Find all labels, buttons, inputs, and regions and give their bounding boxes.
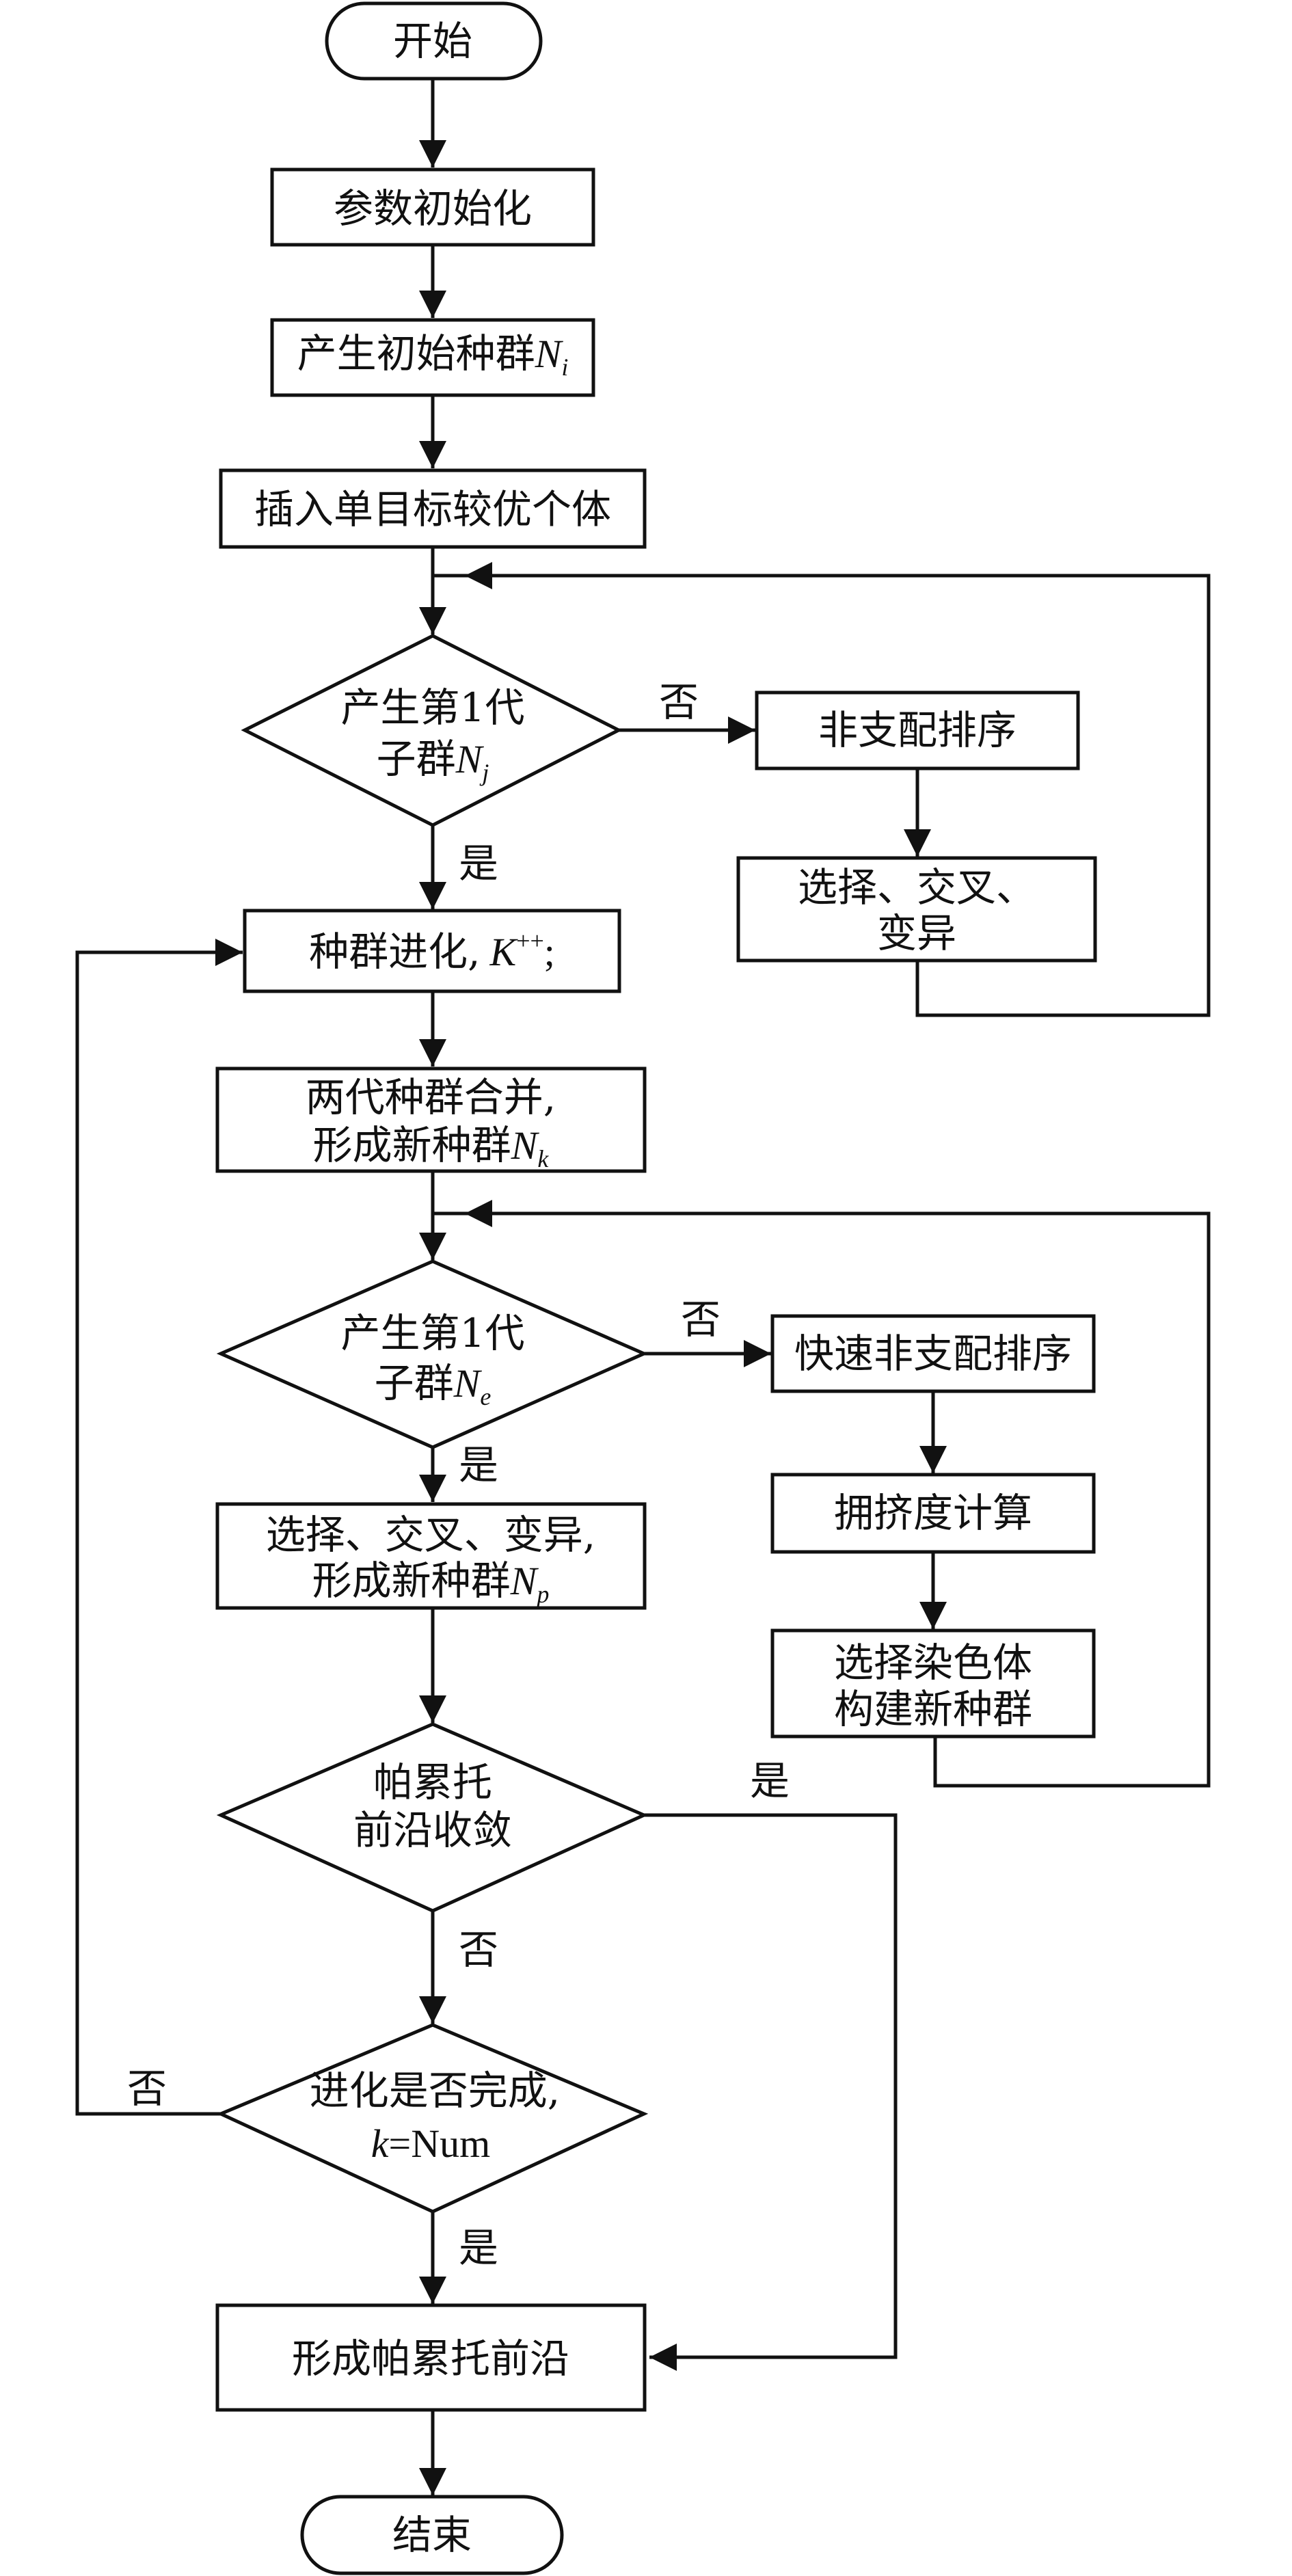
d2-label-line1: 产生第1代 bbox=[341, 1310, 525, 1356]
d2-label-line2: 子群Ne bbox=[375, 1360, 492, 1410]
nondom-label: 非支配排序 bbox=[818, 707, 1017, 753]
init-label: 参数初始化 bbox=[334, 185, 532, 232]
decision-gen1-ne bbox=[216, 1259, 649, 1449]
select1-label-line2: 变异 bbox=[877, 910, 956, 956]
merge-label-line1: 两代种群合并, bbox=[306, 1074, 556, 1121]
init-box bbox=[270, 167, 595, 247]
fast-nondom-box bbox=[770, 1314, 1096, 1393]
edge-label-yes-d1: 是 bbox=[459, 840, 498, 887]
fast-nondom-label: 快速非支配排序 bbox=[794, 1330, 1072, 1377]
chrom-box bbox=[770, 1628, 1096, 1739]
edge-sel1-loop bbox=[433, 574, 1211, 1017]
edge-label-no-pareto: 否 bbox=[459, 1927, 498, 1973]
decision-pareto bbox=[216, 1722, 649, 1913]
edge-pareto-front bbox=[644, 1813, 898, 2359]
insert-box bbox=[219, 468, 647, 549]
edge-done-evolve bbox=[75, 950, 221, 2116]
front-box bbox=[215, 2303, 647, 2412]
merge-box bbox=[215, 1066, 647, 1173]
decision-done bbox=[216, 2023, 649, 2214]
nodes bbox=[215, 1, 1097, 2575]
start-label: 开始 bbox=[393, 18, 472, 64]
evolve-label: 种群进化,K++; bbox=[309, 927, 555, 975]
d1-label-line1: 产生第1代 bbox=[341, 684, 525, 731]
select1-label-line1: 选择、交叉、 bbox=[798, 864, 1036, 911]
insert-label: 插入单目标较优个体 bbox=[254, 486, 611, 533]
edge-label-yes-done: 是 bbox=[459, 2225, 498, 2271]
end-terminal bbox=[300, 2495, 564, 2575]
nondom-box bbox=[755, 690, 1080, 770]
connectors bbox=[75, 79, 1211, 2495]
gen-init-box bbox=[270, 318, 595, 397]
crowd-label: 拥挤度计算 bbox=[834, 1490, 1032, 1536]
pareto-label-line2: 前沿收敛 bbox=[353, 1807, 512, 1853]
chrom-label-line1: 选择染色体 bbox=[834, 1639, 1032, 1686]
d1-label-line2: 子群Nj bbox=[377, 736, 489, 786]
merge-label-line2: 形成新种群Nk bbox=[313, 1122, 550, 1172]
node-labels: 开始 参数初始化 产生初始种群Ni 插入单目标较优个体 产生第1代 子群Nj 非… bbox=[254, 18, 1072, 2558]
done-label-line1: 进化是否完成, bbox=[310, 2067, 560, 2114]
decision-gen1-nj bbox=[241, 634, 623, 827]
edge-label-no-d2: 否 bbox=[681, 1296, 721, 1343]
select1-box bbox=[736, 856, 1097, 963]
edge-labels: 否 是 否 是 是 否 否 是 bbox=[127, 679, 790, 2271]
edge-chrom-loop bbox=[433, 1211, 1211, 1788]
end-label: 结束 bbox=[392, 2512, 472, 2558]
front-label: 形成帕累托前沿 bbox=[292, 2335, 569, 2382]
evolve-box bbox=[243, 909, 621, 993]
edge-label-yes-pareto: 是 bbox=[750, 1758, 790, 1804]
select2-box bbox=[215, 1502, 647, 1610]
done-label-line2: k=Num bbox=[371, 2121, 490, 2166]
edge-label-no-d1: 否 bbox=[659, 679, 699, 725]
select2-label-line1: 选择、交叉、变异, bbox=[266, 1512, 595, 1558]
edge-label-yes-d2: 是 bbox=[459, 1442, 498, 1488]
select2-label-line2: 形成新种群Np bbox=[312, 1557, 550, 1608]
gen-init-label: 产生初始种群Ni bbox=[297, 330, 569, 381]
edge-label-no-done: 否 bbox=[127, 2065, 167, 2112]
start-terminal bbox=[325, 1, 543, 81]
crowd-box bbox=[770, 1473, 1096, 1554]
chrom-label-line2: 构建新种群 bbox=[834, 1686, 1032, 1732]
pareto-label-line1: 帕累托 bbox=[373, 1759, 492, 1806]
